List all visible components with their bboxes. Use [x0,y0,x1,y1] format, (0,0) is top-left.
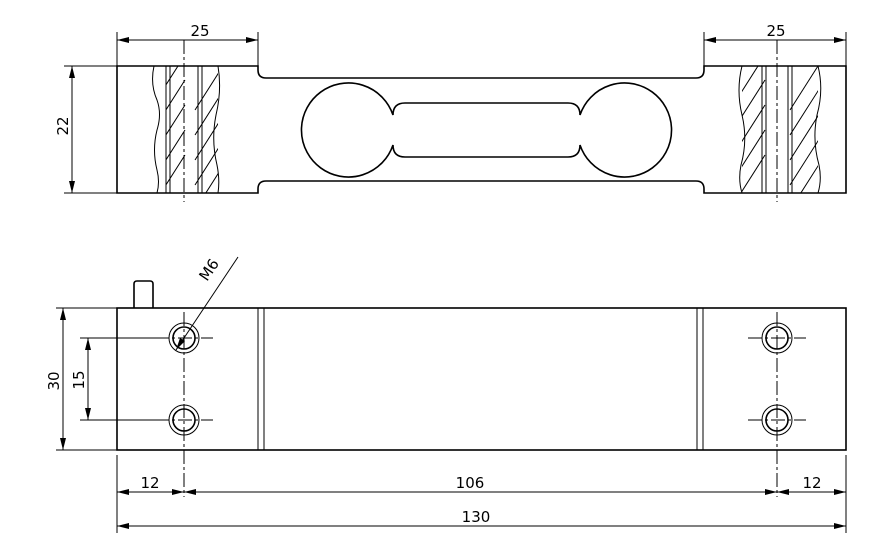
thread-label: M6 [195,256,223,285]
front-view-outline [116,307,847,451]
top-left-section [152,40,221,202]
cable-connector [133,280,154,308]
dumbbell-cutout [300,82,673,178]
dim-front-height: 30 [45,307,117,451]
dim-total-length-label: 130 [462,508,491,526]
dim-hole-spacing-label: 15 [70,370,88,389]
front-view: M6 30 15 [45,256,847,533]
dim-front-height-label: 30 [45,371,63,390]
dim-top-height-label: 22 [54,116,72,135]
dim-bottom-chain: 12 106 12 [117,474,846,495]
dim-total-length: 130 [117,508,846,529]
dim-top-left-width-label: 25 [190,22,209,40]
dim-top-height: 22 [54,65,117,194]
dim-hole-spacing: 15 [70,337,155,421]
top-view: 25 25 22 [54,22,847,202]
dim-top-left-width: 25 [116,22,259,66]
top-right-section [738,40,822,202]
thread-callout: M6 [175,256,239,351]
dim-top-right-width: 25 [703,22,847,66]
dim-left-offset-label: 12 [140,474,159,492]
dim-top-right-width-label: 25 [766,22,785,40]
dim-hole-distance-label: 106 [456,474,485,492]
top-view-outline [116,65,847,194]
dim-right-offset-label: 12 [802,474,821,492]
